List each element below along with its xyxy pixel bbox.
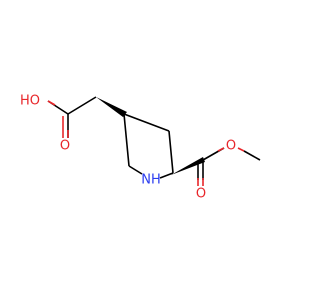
bond-ester-o-methyl-red xyxy=(237,147,245,152)
bond-wedge-ch2-c4 xyxy=(96,97,127,117)
ring-nitrogen-label: NH xyxy=(141,173,161,188)
structure-diagram: HO O NH O O xyxy=(20,94,261,202)
bond-c4-c5 xyxy=(123,113,130,167)
molecule-drawing: HO O NH O O xyxy=(20,94,261,202)
bond-wedge-c2-ester xyxy=(171,157,205,175)
bond-ester-c-o-red xyxy=(217,147,225,152)
bond-c2-n xyxy=(159,172,174,179)
bond-ester-o-methyl xyxy=(243,150,261,161)
acid-carbonyl-oxygen-label: O xyxy=(60,139,70,154)
ester-carbonyl-oxygen-label: O xyxy=(196,187,206,202)
bond-c4-c3 xyxy=(123,113,170,132)
hydroxyl-label: HO xyxy=(20,94,40,109)
ester-oxygen-label: O xyxy=(226,139,236,154)
bond-c3-c2 xyxy=(168,130,174,174)
bond-acid-hydroxyl-red xyxy=(47,100,56,106)
bond-c5-n xyxy=(128,165,143,175)
bond-carboxyl-ch2 xyxy=(67,96,97,115)
